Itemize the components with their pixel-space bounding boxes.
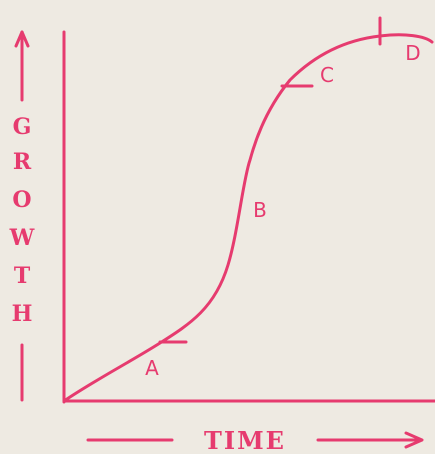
y-label-letter-1: G [13,114,32,140]
y-label-letter-2: R [13,149,32,175]
growth-curve [62,33,434,403]
y-label-letter-3: O [12,187,31,213]
y-label-letter-4: W [9,225,35,251]
phase-label-b: B [253,198,267,222]
x-label-arrow-head [404,431,424,449]
phase-label-c: C [320,63,334,87]
x-axis-label: TIME [204,426,286,454]
phase-label-a: A [145,356,159,380]
phase-label-d: D [405,41,420,65]
y-label-arrow-head [14,30,30,48]
y-label-letter-6: H [12,301,33,327]
y-label-letter-5: T [14,263,31,289]
